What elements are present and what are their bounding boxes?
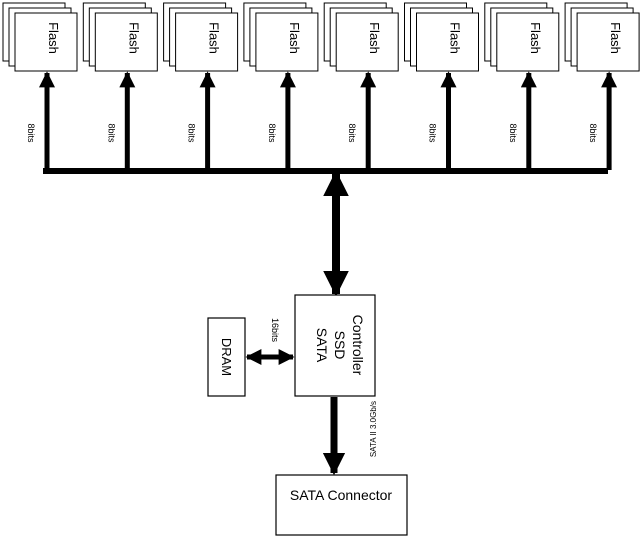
- flash-bus-width-label: 8bits: [428, 123, 438, 143]
- flash-chip-label: Flash: [528, 22, 543, 54]
- flash-chip-front-die: [496, 12, 560, 72]
- flash-chip-7: Flash 8bits: [484, 2, 560, 170]
- flash-chip-label: Flash: [207, 22, 222, 54]
- flash-chip-2: Flash 8bits: [82, 2, 158, 170]
- flash-chip-5: Flash 8bits: [323, 2, 399, 170]
- flash-chip-front-die: [576, 12, 640, 72]
- flash-chip-label: Flash: [367, 22, 382, 54]
- sata-connector: SATA Connector: [275, 474, 408, 536]
- flash-chip-front-die: [14, 12, 78, 72]
- flash-chip-front-die: [416, 12, 479, 72]
- flash-chip-front-die: [175, 12, 239, 72]
- flash-chip-4: Flash 8bits: [243, 2, 319, 170]
- flash-chip-row: Flash 8bits Flash 8bits Flash 8bits Flash 8bits…: [2, 2, 640, 170]
- dram-bus-width-label: 16bits: [270, 318, 280, 343]
- flash-bus-width-label: 8bits: [588, 123, 598, 143]
- flash-chip-label: Flash: [448, 22, 463, 54]
- controller-label-line-3: Controller: [350, 315, 366, 376]
- controller-label-line-2: SSD: [332, 331, 348, 360]
- flash-chip-1: Flash 8bits: [2, 2, 78, 170]
- sata-link-rate-label: SATA II 3.0Gb/s: [369, 401, 378, 457]
- flash-chip-front-die: [94, 12, 158, 72]
- flash-bus-width-label: 8bits: [187, 123, 197, 143]
- connector-box: [275, 474, 408, 536]
- flash-bus-width-label: 8bits: [347, 123, 357, 143]
- flash-chip-label: Flash: [126, 22, 141, 54]
- flash-chip-front-die: [255, 12, 319, 72]
- dram-label: DRAM: [219, 338, 234, 376]
- flash-chip-6: Flash 8bits: [404, 2, 479, 170]
- flash-bus-width-label: 8bits: [106, 123, 116, 143]
- flash-chip-label: Flash: [608, 22, 623, 54]
- dram-box: [207, 317, 246, 397]
- connector-label: SATA Connector: [290, 487, 393, 503]
- flash-bus-width-label: 8bits: [26, 123, 36, 143]
- dram-chip: DRAM: [207, 317, 246, 397]
- flash-chip-label: Flash: [287, 22, 302, 54]
- sata-ssd-controller: SATA SSD Controller: [294, 294, 376, 397]
- controller-label-line-1: SATA: [314, 328, 330, 363]
- flash-bus-width-label: 8bits: [267, 123, 277, 143]
- flash-chip-3: Flash 8bits: [163, 2, 239, 170]
- flash-bus-width-label: 8bits: [508, 123, 518, 143]
- flash-chip-label: Flash: [46, 22, 61, 54]
- flash-chip-8: Flash 8bits: [564, 2, 640, 170]
- flash-chip-front-die: [335, 12, 399, 72]
- controller-box: [294, 294, 376, 397]
